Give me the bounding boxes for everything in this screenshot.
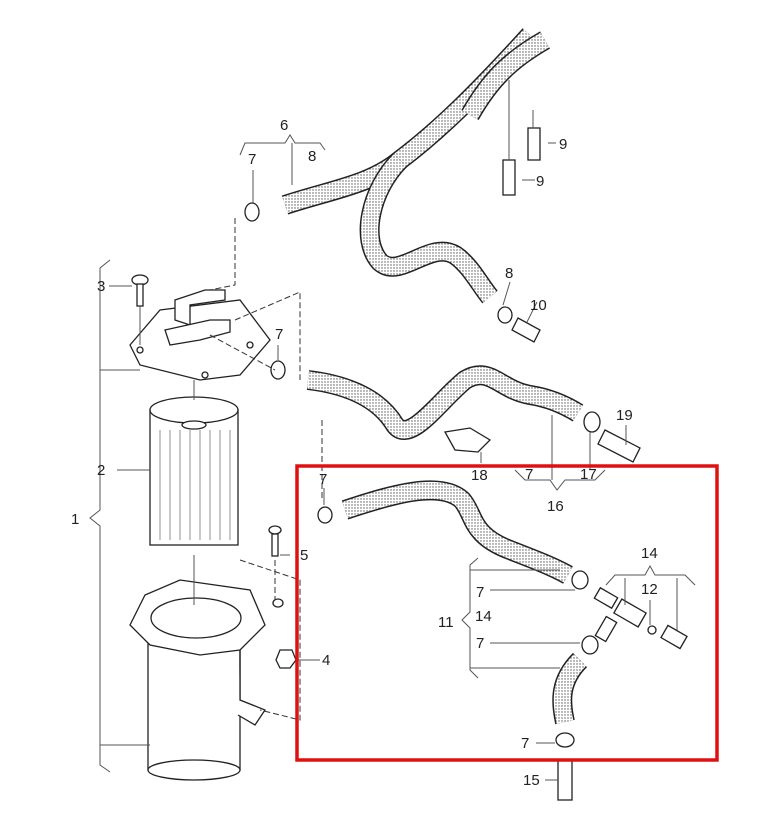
callout-19: 19 xyxy=(616,407,633,424)
hose-highlighted xyxy=(341,480,588,725)
assembly-lines xyxy=(139,218,323,721)
callout-7: 7 xyxy=(476,584,484,601)
callout-2: 2 xyxy=(97,462,105,479)
callout-3: 3 xyxy=(97,278,105,295)
callout-7: 7 xyxy=(521,735,529,752)
callout-18: 18 xyxy=(471,467,488,484)
callout-9: 9 xyxy=(536,173,544,190)
callout-7: 7 xyxy=(319,471,327,488)
callout-17: 17 xyxy=(580,466,597,483)
bolt-5 xyxy=(268,525,282,557)
callout-14: 14 xyxy=(641,545,658,562)
callout-9: 9 xyxy=(559,136,567,153)
callout-7: 7 xyxy=(248,151,256,168)
filter-housing xyxy=(129,579,284,781)
callout-8: 8 xyxy=(505,265,513,282)
callout-7: 7 xyxy=(275,326,283,343)
callout-labels: 6 7 8 9 9 3 7 8 10 19 18 7 17 16 2 1 7 5… xyxy=(71,117,658,789)
callout-8: 8 xyxy=(308,148,316,165)
filter-cover xyxy=(129,289,271,381)
callout-10: 10 xyxy=(530,297,547,314)
hose-clamps xyxy=(244,202,601,748)
callout-1: 1 xyxy=(71,511,79,528)
t-piece-connector xyxy=(593,586,688,650)
hose-upper xyxy=(281,28,551,304)
callout-7: 7 xyxy=(525,466,533,483)
callout-4: 4 xyxy=(322,652,330,669)
hose-middle xyxy=(306,365,584,440)
retaining-clip xyxy=(443,427,492,453)
callout-7: 7 xyxy=(476,635,484,652)
nut xyxy=(275,649,297,669)
callout-16: 16 xyxy=(547,498,564,515)
filter-element xyxy=(149,396,239,546)
callout-11: 11 xyxy=(438,614,454,631)
callout-15: 15 xyxy=(523,772,540,789)
leader-lines xyxy=(89,134,696,781)
callout-12: 12 xyxy=(641,581,658,598)
bolt xyxy=(131,274,149,307)
highlight-box xyxy=(295,464,719,762)
pipe-ends xyxy=(502,80,641,801)
callout-6: 6 xyxy=(280,117,288,134)
callout-14: 14 xyxy=(475,608,492,625)
callout-5: 5 xyxy=(300,547,308,564)
